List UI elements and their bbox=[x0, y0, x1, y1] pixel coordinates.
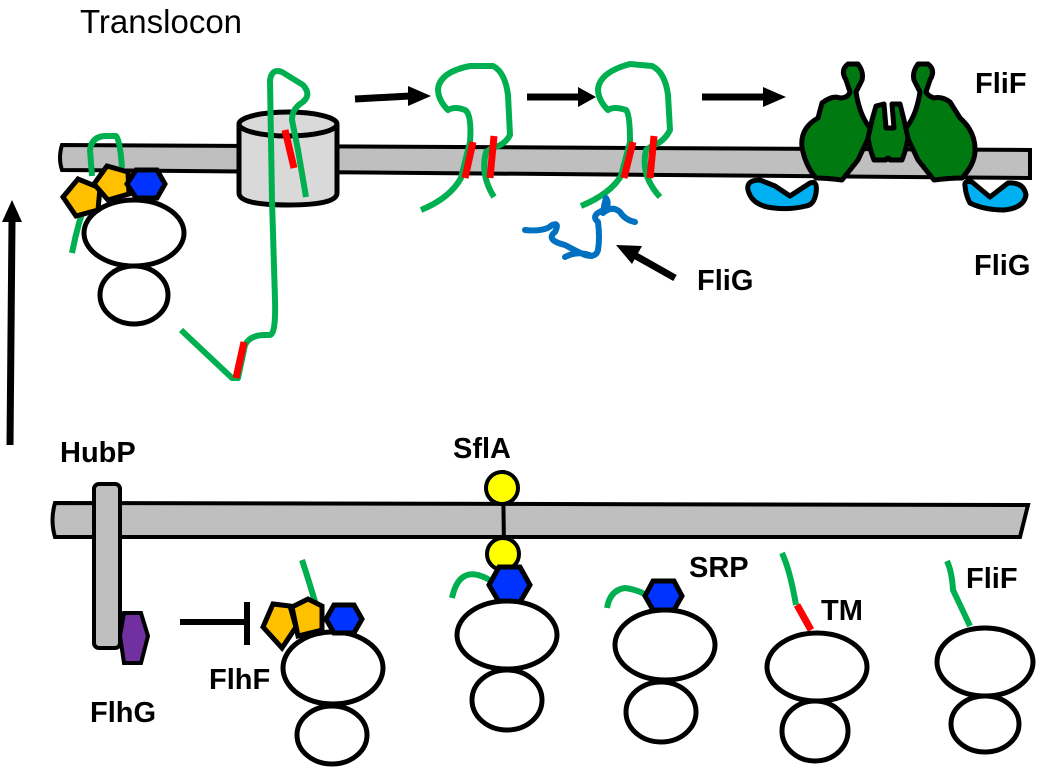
flif-label-top: FliF bbox=[975, 68, 1027, 100]
srp-ribosome bbox=[604, 578, 718, 745]
flig-label-free: FliG bbox=[697, 265, 753, 297]
ribosome-large-subunit bbox=[934, 625, 1036, 699]
arrow-head bbox=[578, 87, 596, 107]
sfla-domain-outer bbox=[484, 470, 520, 506]
nascent-chain bbox=[449, 571, 495, 599]
ribosome-flhf-srp-top bbox=[59, 133, 187, 327]
flif-ring-right-lobe bbox=[901, 61, 978, 183]
srp-hexagon bbox=[323, 602, 365, 636]
translocon-body bbox=[236, 125, 340, 208]
nascent-chain bbox=[944, 559, 973, 628]
flhf-pentagon bbox=[289, 596, 325, 640]
flig-pointer-arrow bbox=[634, 252, 677, 282]
nascent-chain bbox=[419, 63, 513, 213]
flhf-pentagon bbox=[59, 175, 103, 219]
tm-segment-2 bbox=[486, 135, 498, 179]
sfla-label: SflA bbox=[453, 433, 511, 465]
flig-bound-right bbox=[962, 179, 1029, 213]
tm-segment-1 bbox=[620, 141, 637, 179]
tm-ribosome bbox=[764, 551, 870, 764]
ribosome-large-subunit bbox=[280, 629, 386, 707]
transmembrane-segment bbox=[232, 341, 248, 379]
ribosome-large-subunit bbox=[764, 630, 870, 704]
membrane-flif-1 bbox=[419, 63, 513, 213]
nascent-chain bbox=[604, 585, 651, 609]
hubp-protein bbox=[92, 482, 122, 650]
nascent-chain bbox=[779, 551, 799, 606]
ribosome-small-subunit bbox=[948, 693, 1022, 755]
tm-segment-1 bbox=[461, 141, 477, 179]
inhibition-line bbox=[180, 602, 250, 645]
sfla-srp-ribosome bbox=[449, 469, 560, 733]
ribosome-flhf-srp-bottom bbox=[260, 559, 386, 767]
hubp-label: HubP bbox=[60, 437, 136, 469]
transmembrane-segment bbox=[281, 129, 298, 169]
translocon-channel bbox=[236, 109, 340, 208]
ribosome-small-subunit bbox=[779, 698, 851, 764]
srp-hexagon bbox=[124, 167, 168, 201]
nascent-chain bbox=[579, 61, 673, 209]
ribosome-large-subunit bbox=[454, 598, 560, 672]
arrow-head bbox=[616, 245, 642, 264]
flhf-label: FlhF bbox=[209, 664, 270, 696]
ribosome-large-subunit bbox=[612, 607, 718, 683]
tm-segment-2 bbox=[646, 135, 658, 179]
flhg-label: FlhG bbox=[90, 697, 156, 729]
arrow-head bbox=[763, 87, 786, 107]
flig-free-squiggle bbox=[522, 195, 638, 260]
nascent-chain-loop bbox=[87, 133, 125, 177]
flif-ring-left-lobe bbox=[799, 61, 875, 183]
tm-label: TM bbox=[821, 595, 863, 627]
arrow-head bbox=[408, 86, 431, 106]
ribosome-small-subunit bbox=[294, 703, 370, 767]
flig-bound-left bbox=[745, 177, 819, 212]
srp-hexagon bbox=[642, 578, 685, 613]
ribosome-small-subunit bbox=[623, 679, 699, 745]
flif-ms-ring bbox=[745, 61, 1029, 213]
membrane-flif-2 bbox=[579, 61, 673, 209]
flif-ring-center bbox=[865, 101, 911, 163]
flif-label-bottom: FliF bbox=[966, 563, 1018, 595]
nascent-chain-through-translocon bbox=[178, 68, 311, 381]
bottom-membrane bbox=[50, 500, 1031, 539]
flif-ribosome bbox=[934, 559, 1036, 755]
ribosome-small-subunit bbox=[469, 667, 545, 733]
progression-arrow bbox=[354, 92, 411, 103]
srp-label: SRP bbox=[689, 552, 749, 584]
arrow-head bbox=[2, 200, 22, 222]
ribosome-small-subunit bbox=[97, 263, 171, 327]
srp-hexagon bbox=[486, 564, 533, 605]
upward-arrow bbox=[6, 221, 16, 446]
flhg-protein bbox=[117, 611, 151, 665]
flig-label-right: FliG bbox=[974, 250, 1030, 282]
transmembrane-segment bbox=[793, 603, 815, 632]
translocon-title: Translocon bbox=[80, 3, 242, 40]
